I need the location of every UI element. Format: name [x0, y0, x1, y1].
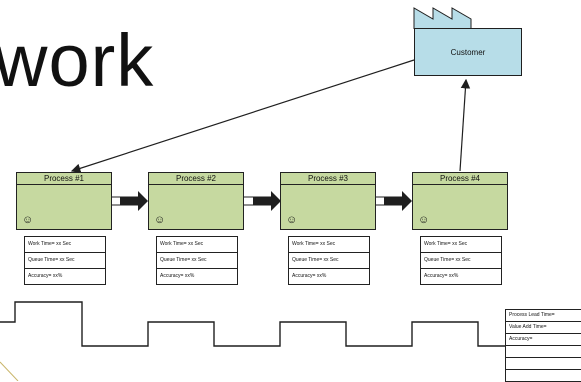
accuracy: Accuracy= xx% — [160, 273, 195, 279]
process-title: Process #2 — [149, 173, 243, 185]
work-time: Work Time= xx Sec — [289, 237, 369, 253]
summary-empty-row — [506, 346, 581, 358]
process-box-3: Process #3 ☺ — [280, 172, 376, 230]
process-title: Process #4 — [413, 173, 507, 185]
data-box-1: Work Time= xx Sec Queue Time= xx Sec Acc… — [24, 236, 106, 285]
operator-icon: ☺ — [154, 214, 166, 226]
process-box-4: Process #4 ☺ — [412, 172, 508, 230]
accuracy: Accuracy= xx% — [292, 273, 327, 279]
summary-box: Process Lead Time= Value Add Time= Accur… — [505, 309, 581, 382]
customer-box: Customer — [414, 28, 522, 76]
process-box-1: Process #1 ☺ — [16, 172, 112, 230]
summary-empty-row — [506, 358, 581, 370]
queue-time: Queue Time= xx Sec — [25, 253, 105, 269]
summary-accuracy: Accuracy= — [506, 334, 581, 346]
queue-time: Queue Time= xx Sec — [289, 253, 369, 269]
lead-time: Process Lead Time= — [506, 310, 581, 322]
work-time: Work Time= xx Sec — [25, 237, 105, 253]
operator-icon: ☺ — [418, 214, 430, 226]
data-box-2: Work Time= xx Sec Queue Time= xx Sec Acc… — [156, 236, 238, 285]
process-box-2: Process #2 ☺ — [148, 172, 244, 230]
push-arrow-3-4 — [373, 191, 412, 211]
accuracy: Accuracy= xx% — [28, 273, 63, 279]
queue-time: Queue Time= xx Sec — [421, 253, 501, 269]
accuracy: Accuracy= xx% — [424, 273, 459, 279]
process-title: Process #1 — [17, 173, 111, 185]
operator-icon: ☺ — [286, 214, 298, 226]
customer-label: Customer — [450, 47, 486, 57]
data-box-3: Work Time= xx Sec Queue Time= xx Sec Acc… — [288, 236, 370, 285]
decorative-diagonal — [0, 361, 19, 381]
push-arrow-2-3 — [242, 191, 281, 211]
data-box-4: Work Time= xx Sec Queue Time= xx Sec Acc… — [420, 236, 502, 285]
push-arrow-1-2 — [109, 191, 148, 211]
work-time: Work Time= xx Sec — [157, 237, 237, 253]
summary-empty-row — [506, 370, 581, 381]
work-time: Work Time= xx Sec — [421, 237, 501, 253]
queue-time: Queue Time= xx Sec — [157, 253, 237, 269]
process-title: Process #3 — [281, 173, 375, 185]
process4-to-customer-arrow — [459, 78, 471, 172]
value-add-time: Value Add Time= — [506, 322, 581, 334]
customer-roof — [413, 7, 472, 29]
customer-to-process1-arrow — [70, 59, 415, 173]
operator-icon: ☺ — [22, 214, 34, 226]
slide-title: work — [0, 19, 155, 102]
timeline-ladder — [0, 301, 505, 347]
